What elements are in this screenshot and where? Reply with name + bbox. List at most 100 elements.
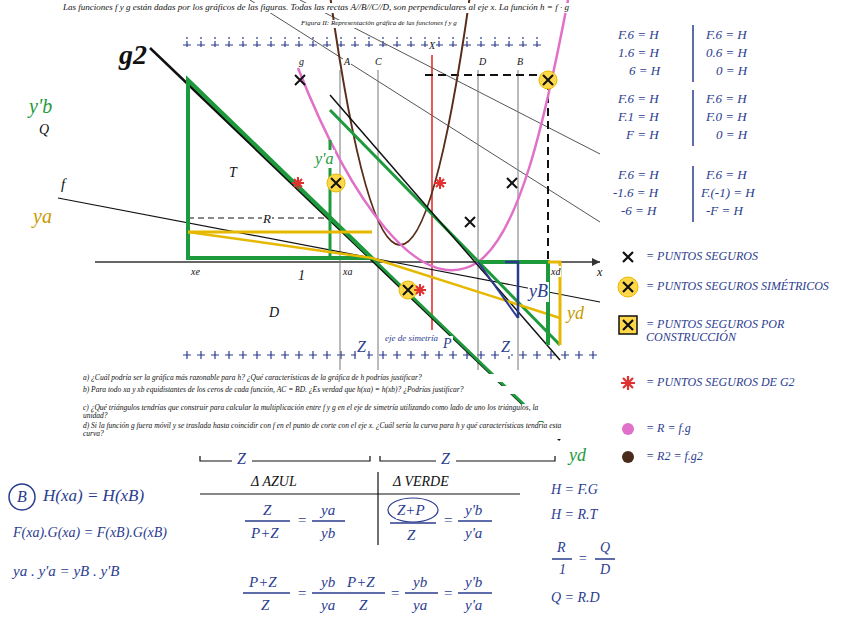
equation-text: F.6 = H <box>617 28 660 42</box>
equation-text: Δ AZUL <box>250 474 298 489</box>
figure-label: Z <box>500 338 511 356</box>
equation-text: F = H <box>625 128 660 142</box>
figure-label: 1 <box>297 268 306 283</box>
figure-label: f <box>60 176 66 193</box>
safe-point <box>295 75 517 227</box>
equation-text: = <box>577 551 588 566</box>
figure-stroke <box>340 70 341 370</box>
figure-stroke <box>243 521 615 593</box>
figure-stroke <box>188 218 330 219</box>
legend-mark <box>623 282 633 292</box>
figure-stroke <box>243 592 492 594</box>
legend-text: = R = f.g <box>645 422 847 435</box>
figure-label: yd <box>568 446 587 466</box>
equation-text: F.6 = H <box>705 92 748 106</box>
figure-stroke <box>188 231 372 234</box>
figure-stroke <box>388 498 438 522</box>
figure-label: ya <box>32 205 53 227</box>
equation-text: ya . y'a = yB . y'B <box>12 563 121 580</box>
legend-mark <box>623 252 633 262</box>
figure-label: Q <box>38 122 50 137</box>
equation-text: y'a <box>464 525 483 542</box>
figure-label: g2 <box>118 40 148 71</box>
equation-text: B <box>16 488 28 506</box>
equation-text: y'a <box>464 597 483 614</box>
figure-stroke <box>331 178 341 188</box>
figure-label: P <box>442 336 453 351</box>
equation-text: Q <box>599 540 611 555</box>
figure-stroke <box>200 456 370 461</box>
equation-text: F(xa).G(xa) = F(xB).G(xB) <box>12 525 168 540</box>
equation-text: -1.6 = H <box>612 186 659 200</box>
equation-text: P+Z <box>248 574 278 591</box>
equation-text: F.(-1) = H <box>700 186 756 200</box>
equation-text: Z <box>358 597 368 614</box>
printed-label: B <box>516 56 524 67</box>
equation-text: = <box>442 585 454 602</box>
equation-text: = <box>296 585 308 602</box>
figure-label: Z <box>236 450 247 468</box>
printed-label: xd <box>550 266 561 277</box>
equation-text: F.6 = H <box>705 168 748 182</box>
plus-row <box>180 350 600 360</box>
figure-label: y'a <box>314 150 335 168</box>
question-text: a) ¿Cuál podría ser la gráfica más razon… <box>82 374 564 382</box>
equation-text: 0 = H <box>715 64 748 78</box>
equation-text: yb <box>320 525 336 542</box>
equation-text: Z <box>260 597 270 614</box>
equation-text: ya <box>320 502 336 519</box>
figure-stroke <box>380 456 555 461</box>
printed-label: A <box>343 56 351 67</box>
figure-stroke <box>478 70 479 370</box>
equation-text: Z+P <box>396 502 426 519</box>
equation-text: -6 = H <box>620 204 658 218</box>
figure-label: Z <box>356 338 367 356</box>
figure-stroke <box>245 521 492 523</box>
figure-stroke <box>543 75 553 85</box>
figure-stroke <box>414 284 426 296</box>
printed-label: xe <box>190 266 201 277</box>
figure-stroke <box>292 177 304 189</box>
legend-symbol <box>616 275 640 299</box>
equation-text: H = R.T <box>550 507 598 522</box>
legend-text: = PUNTOS SEGUROS <box>645 250 847 263</box>
figure-stroke <box>478 262 518 318</box>
question-text: d) Si la función g fuera móvil y se tras… <box>82 422 564 439</box>
equation-text: 6 = H <box>628 64 661 78</box>
equation-text: 1 <box>558 562 567 577</box>
legend-swatch <box>622 451 634 463</box>
equation-text: Z <box>406 527 416 544</box>
equation-text: P+Z <box>346 574 376 591</box>
legend-circle <box>618 277 638 297</box>
figure-label: yd <box>566 304 585 324</box>
figure-stroke <box>692 25 694 222</box>
f-g2-curve <box>330 0 470 245</box>
printed-label: x <box>596 266 603 279</box>
equation-text: yb <box>320 574 336 591</box>
figure-stroke <box>539 71 557 89</box>
equation-text: = <box>296 512 308 529</box>
legend-mark <box>621 376 635 390</box>
equation-text: F.0 = H <box>705 110 748 124</box>
figure-stroke <box>465 217 475 227</box>
printed-label: g <box>298 56 305 67</box>
equation-text: H = F.G <box>550 482 599 497</box>
figure-stroke <box>592 258 600 266</box>
equation-text: -F = H <box>705 204 744 218</box>
caption-text: Figura II: Representación gráfica de las… <box>300 20 458 28</box>
equation-text: 0 = H <box>715 128 748 142</box>
legend-text: = PUNTOS SEGUROS SIMÉTRICOS <box>645 280 847 293</box>
legend-text: = R2 = f.g2 <box>645 450 847 463</box>
equation-text: Q = R.D <box>550 590 601 605</box>
figure-stroke <box>330 95 560 360</box>
equation-text: = <box>389 585 401 602</box>
figure-stroke <box>434 177 446 189</box>
figure-label: R <box>262 212 272 226</box>
equation-text: P+Z <box>250 525 280 542</box>
figure-stroke <box>518 70 519 370</box>
equation-text: y'b <box>464 502 483 519</box>
equation-text: = <box>442 512 454 529</box>
figure-stroke <box>188 232 560 318</box>
plus-row <box>180 37 544 47</box>
